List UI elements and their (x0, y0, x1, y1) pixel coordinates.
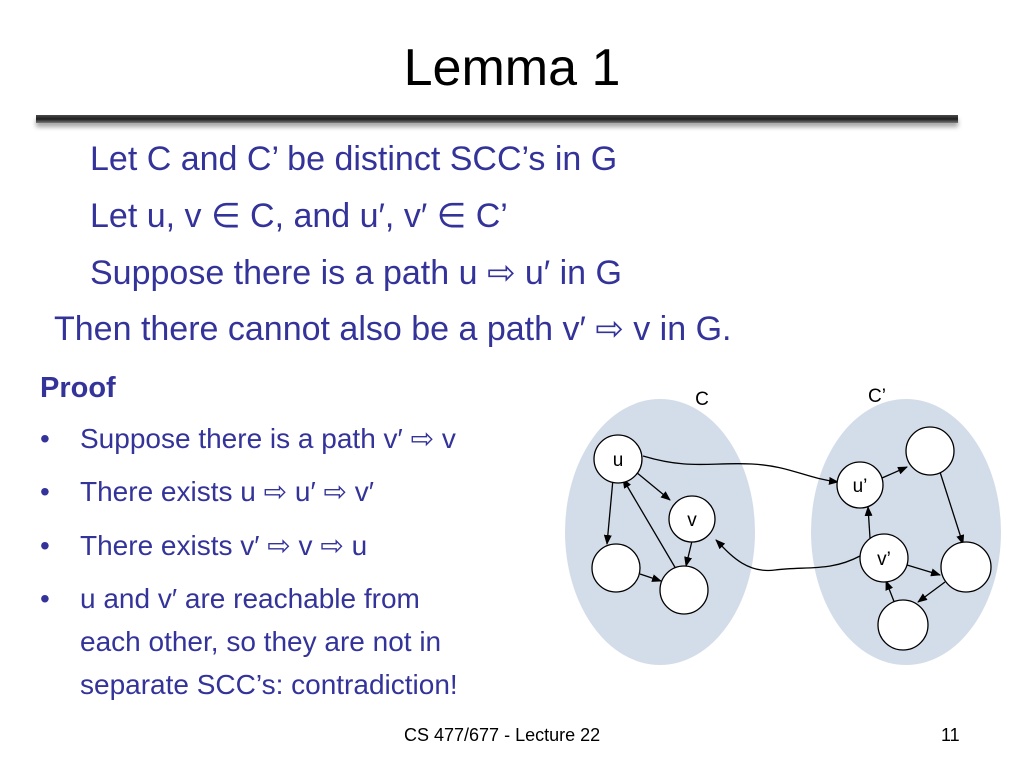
component-c-prime-label: C’ (868, 386, 886, 407)
bullet-marker: • (40, 476, 50, 507)
edge-v-prime-to-right (906, 564, 941, 577)
footer-course: CS 477/677 - Lecture 22 (404, 725, 601, 745)
edge-u-to-u-prime (642, 455, 839, 485)
proof-bullet-2: There exists u ⇨ u′ ⇨ v′ (80, 476, 374, 507)
proof-bullet-1: Suppose there is a path v′ ⇨ v (80, 423, 456, 454)
node-c-prime-right (940, 541, 992, 593)
component-c (565, 399, 755, 665)
svg-text:v: v (687, 510, 697, 531)
svg-text:u’: u’ (853, 476, 868, 497)
edge-bottom-to-v-prime (885, 580, 896, 605)
edge-left-to-bottom-node (639, 573, 662, 582)
statement-line-2: Let u, v ∈ C, and u′, v′ ∈ C’ (90, 197, 508, 235)
proof-bullet-4-line-2: each other, so they are not in (80, 626, 442, 657)
slide-title: Lemma 1 (403, 39, 621, 97)
title-divider (36, 115, 958, 123)
edge-u-to-left-node (603, 478, 614, 545)
node-u-prime: u’ (836, 461, 884, 509)
page-number: 11 (941, 725, 960, 745)
node-u: u (593, 434, 643, 484)
statement-line-4: Then there cannot also be a path v′ ⇨ v … (54, 310, 732, 348)
edge-u-prime-to-top (881, 466, 908, 479)
proof-bullet-4-line-3: separate SCC’s: contradiction! (80, 669, 458, 700)
node-c-left (591, 543, 641, 593)
node-v: v (668, 495, 716, 543)
bullet-marker: • (40, 423, 50, 454)
edge-u-to-v (635, 471, 671, 501)
node-c-bottom (659, 565, 709, 615)
statement-line-1: Let C and C’ be distinct SCC’s in G (90, 140, 618, 178)
edge-right-to-bottom (917, 581, 946, 603)
proof-heading: Proof (40, 372, 116, 404)
edge-bottom-node-to-u (622, 478, 677, 570)
proof-bullet-3: There exists v′ ⇨ v ⇨ u (80, 530, 368, 561)
edge-v-prime-to-u-prime (864, 506, 873, 539)
node-c-prime-bottom (877, 599, 929, 651)
edge-v-prime-to-v (715, 539, 861, 572)
node-v-prime: v’ (859, 533, 909, 583)
proof-bullet-4-line-1: u and v′ are reachable from (80, 583, 420, 614)
edge-v-to-bottom-node (684, 540, 693, 567)
svg-text:v’: v’ (877, 549, 891, 570)
bullet-marker: • (40, 583, 50, 614)
bullet-marker: • (40, 530, 50, 561)
component-c-label: C (695, 389, 709, 410)
edge-top-to-right (939, 471, 965, 545)
statement-line-3: Suppose there is a path u ⇨ u′ in G (90, 254, 622, 292)
node-c-prime-top (905, 426, 955, 476)
svg-text:u: u (613, 450, 624, 471)
